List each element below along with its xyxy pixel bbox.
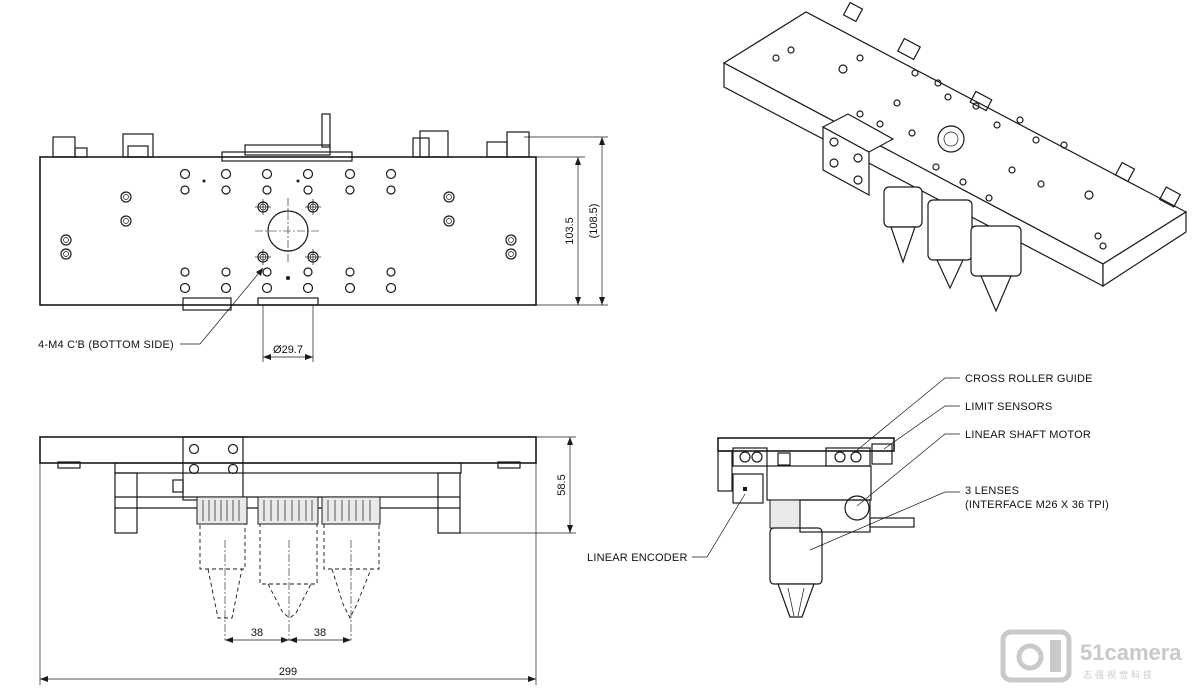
lenses-interface-label: (INTERFACE M26 X 36 TPI)	[965, 499, 1109, 511]
lens-ring-right	[321, 496, 381, 525]
m4-counterbores	[255, 199, 321, 265]
encoder-scale-tab	[321, 113, 331, 148]
watermark-brand: 51camera	[1080, 640, 1182, 665]
cross-roller-guide-label: CROSS ROLLER GUIDE	[965, 373, 1093, 385]
height-label: 103.5	[564, 217, 576, 245]
lens-ring-left	[196, 496, 248, 525]
front-view: 38 38 299 58.5	[39, 436, 576, 685]
height-dimensions: 103.5 (108.5)	[524, 136, 608, 306]
sensor-block-right	[419, 130, 449, 158]
side-view: CROSS ROLLER GUIDE LIMIT SENSORS LINEAR …	[587, 373, 1109, 618]
side-limit-sensor	[871, 443, 893, 465]
limit-bracket-left	[52, 136, 76, 158]
front-top-plate	[39, 436, 537, 464]
watermark-tagline: 志强视觉科技	[1083, 669, 1155, 680]
iso-lens-2	[927, 199, 973, 261]
iso-lens-3	[970, 225, 1022, 277]
total-width-label: 299	[279, 666, 297, 678]
watermark: 51camera 志强视觉科技	[1000, 629, 1182, 683]
encoder-head	[732, 473, 764, 504]
front-height-dimension: 58.5	[460, 436, 576, 534]
m4-callout-label: 4-M4 C'B (BOTTOM SIDE)	[38, 339, 174, 351]
limit-bracket-right	[506, 131, 530, 158]
height-overall-label: (108.5)	[588, 204, 600, 239]
side-callouts: CROSS ROLLER GUIDE LIMIT SENSORS LINEAR …	[587, 373, 1109, 564]
limit-sensors-label: LIMIT SENSORS	[965, 401, 1052, 413]
isometric-view	[722, 1, 1188, 313]
lens-ring-center	[257, 496, 319, 525]
iso-center-bore	[937, 125, 965, 153]
camera-logo-icon	[1000, 629, 1072, 683]
m4-callout: 4-M4 C'B (BOTTOM SIDE)	[38, 267, 264, 351]
linear-encoder-label: LINEAR ENCODER	[587, 552, 688, 564]
front-height-label: 58.5	[556, 474, 568, 495]
bore-diameter-label: Ø29.7	[273, 344, 303, 356]
side-motor	[844, 495, 870, 521]
width-dimension: 299	[39, 463, 537, 685]
pitch-dimensions: 38 38	[225, 627, 351, 643]
side-lens-body	[769, 527, 823, 585]
mounting-holes	[60, 168, 517, 294]
pitch-left-label: 38	[251, 627, 263, 639]
linear-shaft-motor-label: LINEAR SHAFT MOTOR	[965, 429, 1091, 441]
pitch-right-label: 38	[314, 627, 326, 639]
iso-lens-1	[883, 186, 923, 228]
lenses-label: 3 LENSES	[965, 485, 1019, 497]
side-top-plate	[717, 437, 895, 452]
motor-housing	[182, 436, 244, 501]
side-sensor-block	[732, 447, 768, 467]
top-view: 103.5 (108.5) Ø29.7 4-M4 C'B (BOTTOM SID…	[38, 113, 608, 362]
bore-dimension: Ø29.7	[262, 305, 314, 362]
